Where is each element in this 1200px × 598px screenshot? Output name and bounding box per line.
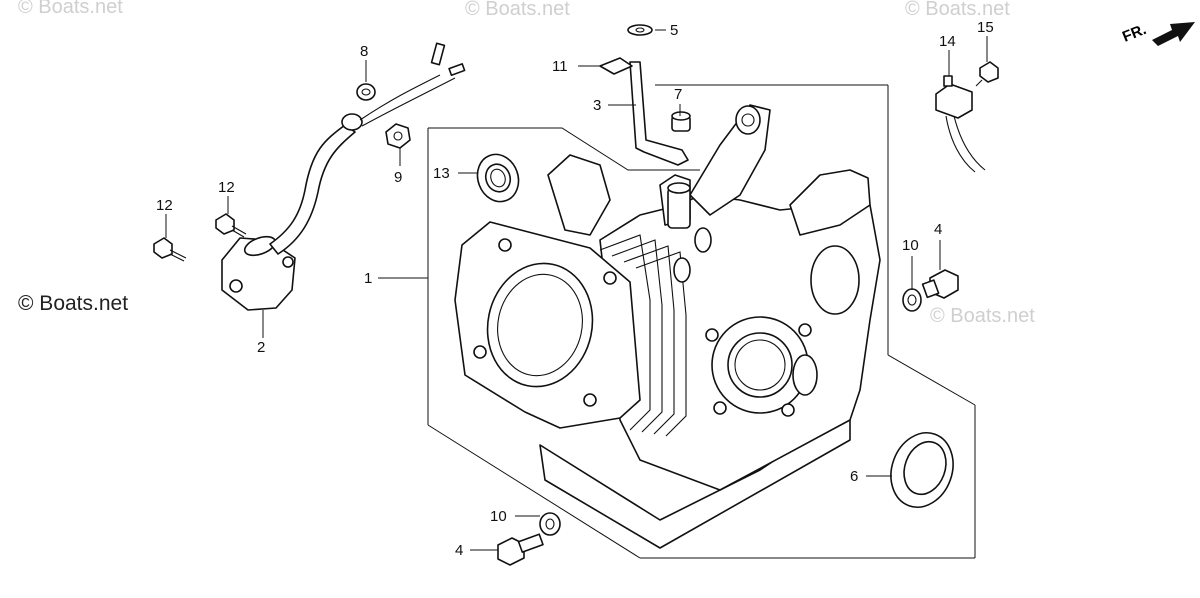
- bolt-part-4-bottom: [497, 533, 544, 566]
- cylinder-block: [454, 104, 881, 549]
- clip-part-11: [599, 57, 633, 75]
- callout-7: 7: [674, 86, 682, 103]
- callout-4-right: 4: [934, 221, 942, 238]
- callout-14: 14: [939, 33, 956, 50]
- sensor-part-14: [935, 75, 986, 173]
- callout-9: 9: [394, 169, 402, 186]
- bolt-part-12-a: [153, 237, 187, 262]
- callout-10-right: 10: [902, 237, 919, 254]
- oil-switch-part-2: [221, 42, 466, 311]
- callout-4-bottom: 4: [455, 542, 463, 559]
- grommet-part-7: [671, 111, 691, 132]
- callout-6: 6: [850, 468, 858, 485]
- callout-1: 1: [364, 270, 372, 287]
- watermark-top-left: © Boats.net: [18, 0, 123, 18]
- oil-seal-part-6: [890, 432, 954, 508]
- callout-13: 13: [433, 165, 450, 182]
- callout-2: 2: [257, 339, 265, 356]
- watermark-right: © Boats.net: [930, 305, 1035, 327]
- watermark-top-right: © Boats.net: [905, 0, 1010, 20]
- nut-part-9: [385, 123, 411, 149]
- callout-12-upper: 12: [218, 179, 235, 196]
- callout-3: 3: [593, 97, 601, 114]
- callout-12-lower: 12: [156, 197, 173, 214]
- washer-part-10-bottom: [539, 512, 561, 536]
- watermark-left-dark: © Boats.net: [18, 292, 129, 315]
- washer-part-8: [356, 83, 376, 101]
- callout-8: 8: [360, 43, 368, 60]
- washer-part-10-right: [902, 288, 922, 312]
- screw-part-15: [975, 61, 999, 87]
- callout-5: 5: [670, 22, 678, 39]
- callout-10-bottom: 10: [490, 508, 507, 525]
- washer-part-5: [627, 24, 653, 36]
- bearing-part-13: [476, 153, 520, 203]
- leader-lines: [165, 29, 988, 551]
- block-group-frame: [427, 84, 976, 559]
- front-arrow-icon: [1152, 22, 1195, 46]
- bolt-part-4-right: [921, 269, 959, 299]
- callout-11: 11: [552, 58, 568, 75]
- watermark-top-center: © Boats.net: [465, 0, 570, 20]
- callout-15: 15: [977, 19, 994, 36]
- rod-part-3: [629, 61, 689, 166]
- bolt-part-12-b: [215, 213, 247, 238]
